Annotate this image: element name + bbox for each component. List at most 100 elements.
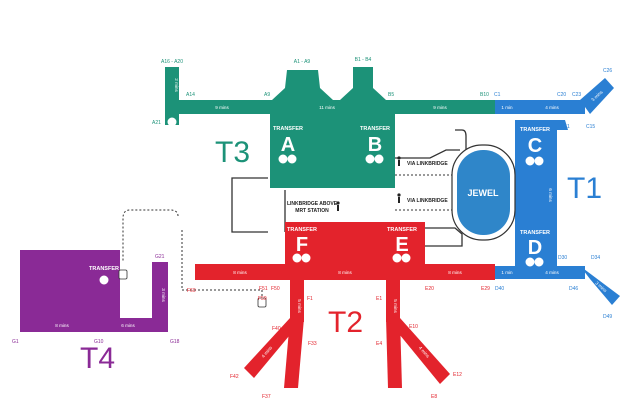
via-linkbridge-upper: VIA LINKBRIDGE	[407, 161, 448, 167]
gate-c11: C11	[561, 124, 570, 130]
zone-letter-f: F	[296, 234, 308, 256]
dashed-t4-shuttle-lower	[181, 230, 263, 300]
zone-letter-d: D	[528, 237, 542, 259]
transfer-label-c: TRANSFER	[520, 127, 550, 133]
jewel-body	[457, 150, 510, 235]
duration-t2-left: 8 mins	[233, 270, 247, 275]
dashed-linkbridges	[122, 174, 455, 300]
bus-icon-t4	[118, 269, 128, 280]
zone-letter-c: C	[528, 135, 542, 157]
dashed-t2-t4-shuttle	[122, 209, 179, 262]
terminal-3	[165, 67, 519, 188]
t3-b1-b4-pier	[340, 67, 386, 100]
walker-icon-mrt-body	[337, 205, 339, 211]
transfer-label-f: TRANSFER	[287, 227, 317, 233]
t3-a1-a9-pier	[272, 70, 333, 100]
terminal-2	[195, 222, 495, 388]
duration-t1-vertical: 6 mins	[548, 188, 553, 202]
t3-a16-arm	[165, 67, 179, 125]
duration-t2-right: 8 mins	[448, 270, 462, 275]
gate-f51: F51	[259, 286, 268, 292]
bus-icons	[118, 269, 267, 308]
zone-letter-b: B	[368, 134, 382, 156]
transfer-label-e: TRANSFER	[387, 227, 417, 233]
linkbridge-connectors	[231, 129, 467, 247]
gate-g18: G18	[170, 339, 180, 345]
walker-icons	[336, 156, 401, 211]
terminal-1	[493, 78, 620, 305]
gate-b5: B5	[388, 92, 394, 98]
transfer-icon-e	[392, 253, 411, 263]
linkbridge-t3-t1-lower	[395, 149, 460, 159]
transfer-label-a: TRANSFER	[273, 126, 303, 132]
transfer-label-t4: TRANSFER	[89, 266, 119, 272]
gate-d30: D30	[558, 255, 567, 261]
t2-central-block	[285, 222, 425, 280]
gate-f59: F59	[258, 296, 267, 302]
t4-right-arm	[152, 262, 168, 332]
gate-g21: G21	[155, 254, 165, 260]
t1-bottom-corridor	[493, 266, 585, 279]
gate-labels-t3: A16 - A20 A14 A21 A1 - A9 A9 B1 - B4 B5 …	[152, 57, 489, 126]
transfer-icon-t4	[99, 275, 109, 285]
duration-t2-f-arm: 5 mins	[297, 299, 302, 313]
transfer-icon-b	[365, 154, 384, 164]
walker-icon-mrt	[336, 201, 340, 205]
t1-vertical-spine	[515, 120, 557, 275]
duration-t4-arm: 3 mins	[161, 288, 166, 302]
gate-b1-b4: B1 - B4	[355, 57, 372, 63]
gate-f40: F40	[272, 326, 281, 332]
terminal-4	[20, 250, 168, 332]
zone-letter-a: A	[281, 134, 295, 156]
jewel: JEWEL	[451, 144, 516, 241]
gate-e10: E10	[409, 324, 418, 330]
gate-f50: F50	[271, 286, 280, 292]
zone-letter-e: E	[395, 234, 408, 256]
duration-t1-top: 4 mins	[545, 105, 559, 110]
duration-t3-right: 9 mins	[433, 105, 447, 110]
t1-top-diagonal	[580, 78, 614, 114]
gate-a21: A21	[152, 120, 161, 126]
t3-central-block	[270, 114, 395, 188]
duration-t2-mid: 8 mins	[338, 270, 352, 275]
gate-d40: D40	[495, 286, 504, 292]
gate-e8: E8	[431, 394, 437, 400]
walker-icon-lower-body	[398, 197, 400, 203]
t3-main-corridor	[165, 100, 495, 114]
t1-bottom-diagonal	[580, 266, 620, 305]
duration-t2-e-arm: 5 mins	[393, 299, 398, 313]
gate-e20: E20	[425, 286, 434, 292]
gate-e4: E4	[376, 341, 382, 347]
walker-icon-upper	[397, 156, 401, 160]
gate-labels-t1: C1 C20 C23 C26 C11 C15 D30 D34 D40 D46 D…	[494, 68, 612, 320]
duration-t3-mid: 11 mins	[319, 105, 335, 110]
gate-c26: C26	[603, 68, 612, 74]
transfer-icon-f	[292, 253, 311, 263]
transfer-icons	[99, 117, 544, 285]
gate-labels-t2: E20 E29 E1 E10 E4 E8 E12 F60 F51 F50 F59…	[187, 286, 490, 400]
gate-f37: F37	[262, 394, 271, 400]
gate-e12: E12	[453, 372, 462, 378]
t1-top-corridor	[495, 100, 585, 114]
linkbridge-t3-left-loop	[231, 177, 268, 233]
linkbridge-t3-t1-upper	[455, 129, 467, 150]
gate-a1-a9: A1 - A9	[294, 59, 311, 65]
gate-d34: D34	[591, 255, 600, 261]
transfer-icon-c	[525, 156, 544, 166]
transfer-icon-a21	[167, 117, 177, 127]
gate-a9: A9	[264, 92, 270, 98]
gate-labels-t4: G21 G1 G10 G18	[12, 254, 180, 345]
t4-bottom-corridor	[20, 318, 168, 332]
linkbridge-above-mrt-line1: LINKBRIDGE ABOVE	[287, 201, 338, 207]
gate-d46: D46	[569, 286, 578, 292]
duration-t3-left: 9 mins	[215, 105, 229, 110]
gate-f1: F1	[307, 296, 313, 302]
jewel-label: JEWEL	[467, 188, 499, 198]
duration-t3-a-arm: 2 mins	[174, 78, 179, 92]
transfer-icon-d	[525, 257, 544, 267]
duration-t4-left: 8 mins	[55, 323, 69, 328]
terminal-label-t2: T2	[328, 306, 363, 339]
walker-icon-upper-body	[398, 160, 400, 166]
t2-e-diagonal-right	[386, 318, 450, 384]
t2-f-arm	[290, 280, 304, 322]
